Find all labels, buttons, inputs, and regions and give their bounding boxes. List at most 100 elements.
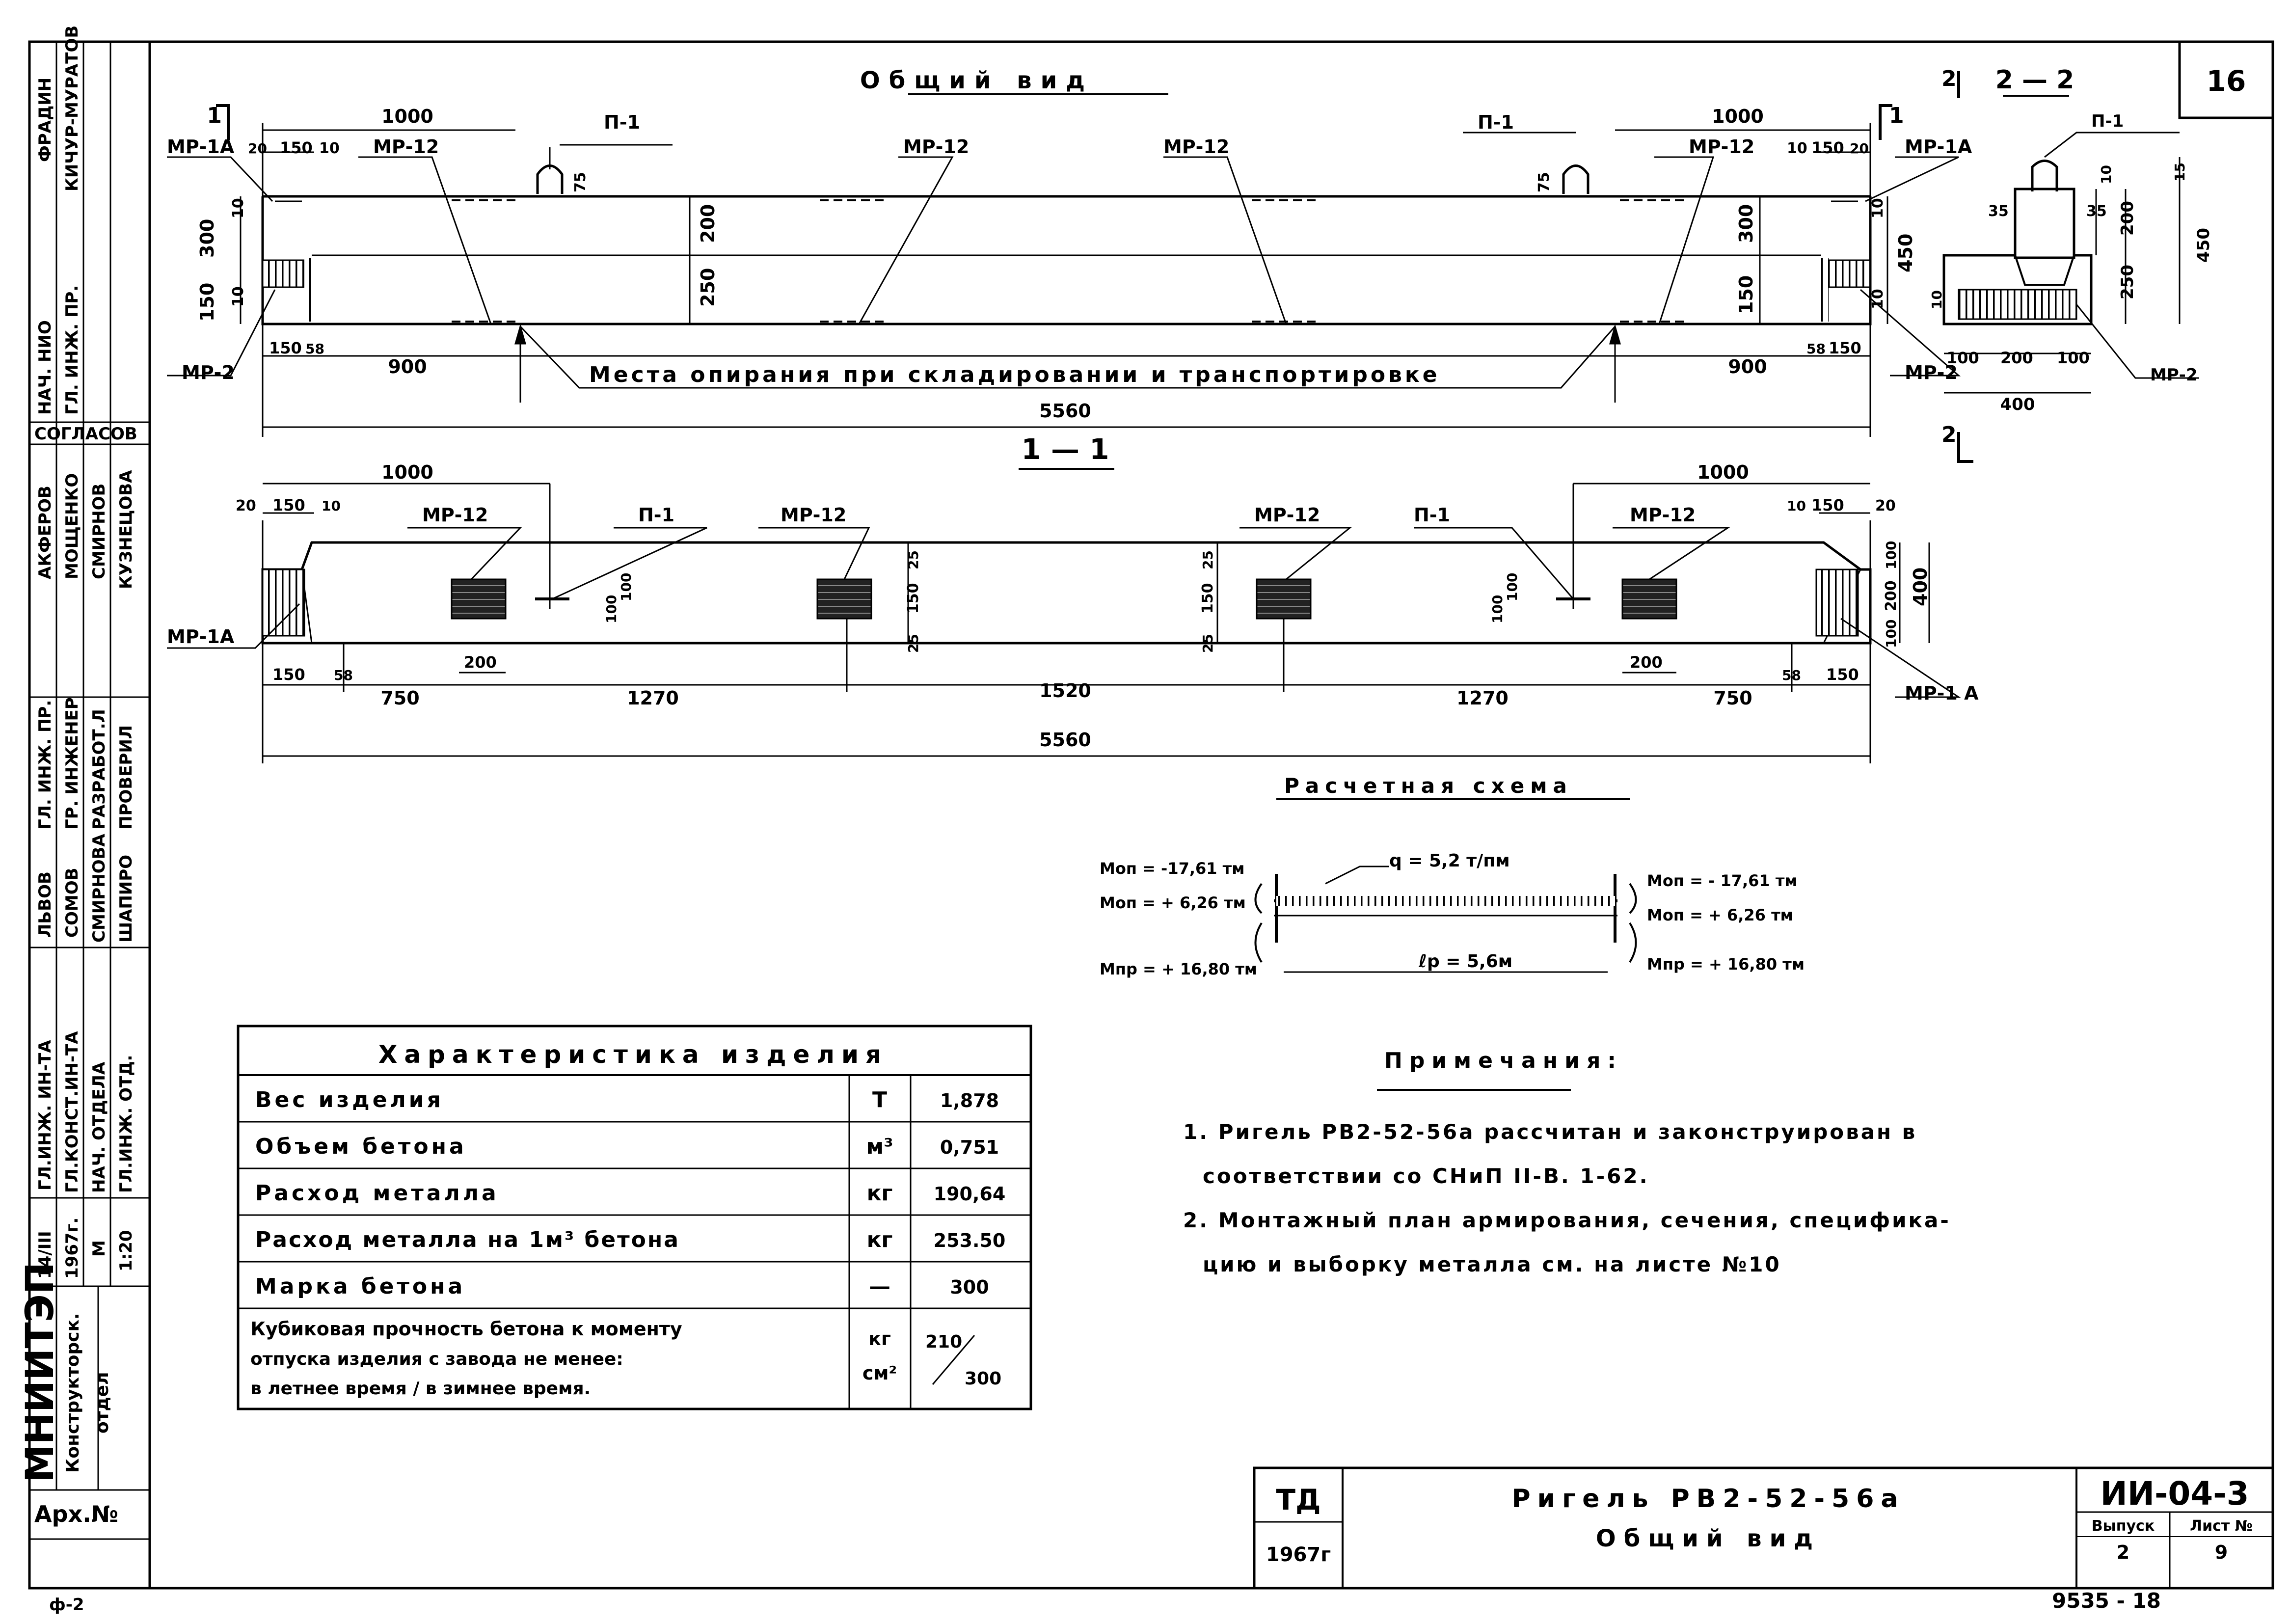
dim-label: 750 [380,687,419,709]
table-row-name: Кубиковая прочность бетона к моменту [250,1318,682,1340]
dim-label: 20 [236,497,256,514]
label-mr12: МР-12 [1163,136,1229,158]
dim-label: 5560 [1039,729,1091,751]
table-row-name: Марка бетона [255,1274,465,1299]
dim-label: 58 [1806,341,1826,357]
dim-label: 10 [1787,140,1807,157]
note-line: 2. Монтажный план армирования, сечения, … [1183,1208,1951,1232]
section-mark: 2 [1941,422,1957,447]
title-code: ИИ-04-3 [2100,1475,2249,1513]
dim-label: 150 [196,283,218,322]
dim-label: 5560 [1039,400,1091,422]
dim-label: 100 [1883,620,1899,648]
mr12-plate [1256,578,1312,620]
mr2-section-plate [1958,289,2077,320]
dim-label: 150 [1735,275,1757,314]
dim-label: 150 [1829,339,1861,357]
dim-label: 10 [230,286,247,307]
dim-label: 58 [1782,667,1801,683]
lifting-loop [536,164,1590,194]
dim-label: 150 [1811,496,1844,514]
mr2-plate-right [1828,259,1871,288]
dim-label: 10 [1787,498,1806,514]
dim-label: 150 [1199,583,1216,614]
title-td: ТД [1276,1483,1320,1516]
stamp-name: ФРАДИН [35,78,55,162]
note-line: цию и выборку металла см. на листе №10 [1203,1252,1781,1276]
table-row-value: 253.50 [934,1230,1006,1251]
label-mr2: МР-2 [182,362,235,383]
table-row-unit: м³ [866,1134,893,1159]
dim-label: 1000 [381,106,433,127]
label-mr1a: МР-1А [167,626,235,648]
moment-label: Мпр = + 16,80 тм [1100,960,1257,978]
title-issue-label: Выпуск [2092,1517,2155,1535]
label-mr12: МР-12 [373,136,439,158]
dim-label: 20 [248,140,267,157]
mr1a-plate-left [262,568,305,637]
table-row-value: 300 [965,1369,1001,1389]
table-row-unit: кг [867,1181,893,1206]
mr12-plate [1621,578,1677,620]
dim-label: 1270 [627,687,679,709]
dim-label: 200 [2000,349,2033,367]
dim-label: 35 [1988,203,2009,220]
general-view: Общий вид [167,66,1973,463]
dim-label: 150 [1811,138,1844,157]
label-p1: П-1 [638,504,674,526]
dim-label: 900 [1728,356,1767,378]
notes-title: Примечания: [1384,1048,1623,1073]
dim-label: 150 [269,339,302,357]
dim-label: 10 [230,198,247,218]
dim-label: 100 [2057,349,2090,367]
stamp-role: НАЧ. ОТДЕЛА [89,1061,109,1193]
mr12-plate [451,578,507,620]
label-p1: П-1 [1414,504,1450,526]
stamp-date: 14/III [35,1231,55,1279]
dim-label: 25 [1200,550,1216,569]
dim-label: 250 [697,268,719,307]
dim-label: 400 [1910,568,1931,606]
label-mr2: МР-2 [1905,362,1958,383]
dim-label: 1000 [381,461,433,483]
label-p1: П-1 [604,111,640,133]
dim-label: 100 [603,595,620,623]
sheet-number-box: 16 [2178,40,2274,119]
table-row-unit: — [869,1274,890,1299]
dim-label: 300 [1735,204,1757,243]
table-row-name: Расход металла на 1м³ бетона [255,1227,680,1252]
dim-label: 100 [618,573,634,601]
calc-scheme-title: Расчетная схема [1284,774,1573,798]
table-row-name: отпуска изделия с завода не менее: [250,1349,623,1369]
stamp-name: ШАПИРО [116,855,136,943]
dim-label: 1270 [1456,687,1509,709]
dim-label: 450 [2194,228,2213,263]
section-2-title: 2 — 2 [1995,65,2074,95]
title-year: 1967г [1266,1543,1331,1566]
section-mark: 2 [1941,66,1957,91]
label-mr12: МР-12 [781,504,846,526]
stamp-scale: М [89,1240,109,1257]
support-note: Места опирания при складировании и транс… [589,362,1440,387]
stamp-dept: Конструкторск. [63,1313,83,1473]
label-mr1a: МР-1 А [1905,682,1979,704]
title-name: Ригель РВ2-52-56а [1512,1484,1905,1514]
section-mark: 1 [207,103,222,128]
stamp-role: ГЛ.ИНЖ. ИН-ТА [35,1040,55,1191]
moment-label: Моп = -17,61 тм [1100,859,1244,878]
table-row-name: Расход металла [255,1181,499,1206]
bottom-left-mark: ф-2 [49,1595,84,1615]
table-row-unit: Т [872,1087,887,1112]
stamp-role: РАЗРАБОТ.Л [89,709,109,830]
dim-label: 25 [905,550,921,569]
dim-label: 10 [1869,198,1886,218]
title-sheet-no: 9 [2215,1542,2228,1563]
stamp-name: СОМОВ [62,867,82,938]
mr1a-plate-right [1815,568,1859,637]
stamp-name: ЛЬВОВ [35,871,55,938]
dim-label: 200 [2118,201,2137,236]
dim-label: 10 [322,498,341,514]
stamp-name: КУЗНЕЦОВА [116,470,136,589]
side-stamp [29,42,150,1540]
dim-label: 10 [1869,289,1886,309]
